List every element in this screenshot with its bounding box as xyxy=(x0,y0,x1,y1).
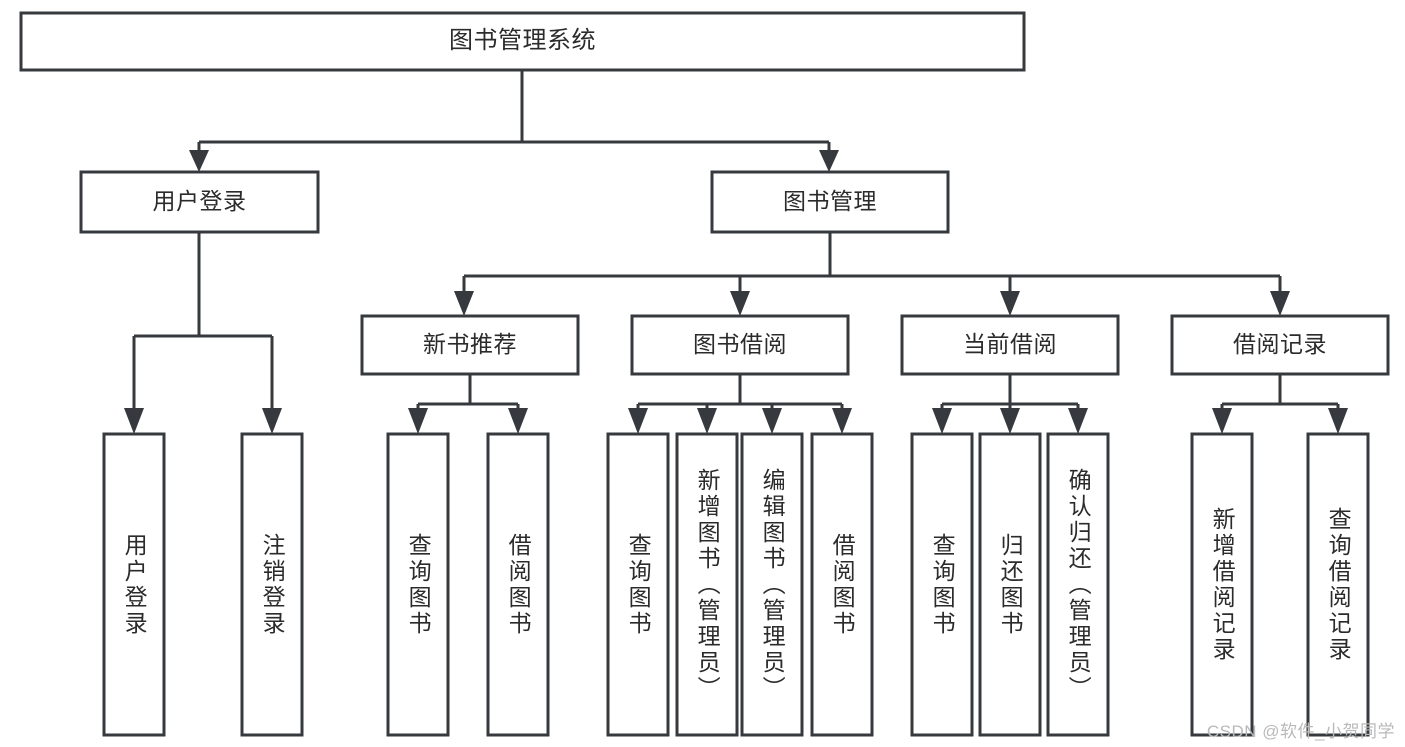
arrow-head-to-current-borrow xyxy=(1000,291,1020,316)
leaf-box-book-borrow-2[interactable] xyxy=(675,432,739,737)
leaf-box-book-borrow-3[interactable] xyxy=(740,432,804,737)
node-box-root[interactable] xyxy=(19,11,1026,72)
arrow-head-to-book-borrow xyxy=(730,291,750,316)
node-box-current-borrow[interactable] xyxy=(900,314,1120,376)
csdn-watermark: CSDN @软件_小贺同学 xyxy=(1206,722,1395,741)
arrow-head-leaf-book-borrow-1 xyxy=(628,408,648,434)
node-box-new-book-recommend[interactable] xyxy=(360,314,580,376)
arrow-head-to-borrow-records xyxy=(1270,291,1290,316)
arrow-head-to-new-book xyxy=(454,291,474,316)
node-box-book-borrow[interactable] xyxy=(630,314,850,376)
arrow-head-leaf-book-borrow-4 xyxy=(832,408,852,434)
leaf-box-book-borrow-4[interactable] xyxy=(810,432,874,737)
arrow-head-leaf-current-borrow-3 xyxy=(1068,408,1088,434)
leaf-box-current-borrow-3[interactable] xyxy=(1046,432,1110,737)
leaf-box-user-login-1[interactable] xyxy=(102,432,166,737)
arrow-head-leaf-current-borrow-1 xyxy=(932,408,952,434)
leaf-box-borrow-records-2[interactable] xyxy=(1306,432,1370,737)
arrow-head-leaf-user-login-1 xyxy=(124,408,144,434)
arrow-head-leaf-book-borrow-3 xyxy=(762,408,782,434)
leaf-box-book-borrow-1[interactable] xyxy=(606,432,670,737)
node-box-user-login[interactable] xyxy=(79,170,320,234)
arrow-head-leaf-current-borrow-2 xyxy=(1000,408,1020,434)
arrow-head-leaf-book-borrow-2 xyxy=(697,408,717,434)
arrow-head-to-book-manage xyxy=(819,150,839,172)
arrow-head-leaf-user-login-2 xyxy=(262,408,282,434)
arrow-head-leaf-new-book-2 xyxy=(508,408,528,434)
arrow-head-to-user-login xyxy=(189,150,209,172)
arrow-head-leaf-new-book-1 xyxy=(408,408,428,434)
arrow-head-leaf-borrow-records-1 xyxy=(1212,408,1232,434)
leaf-box-new-book-2[interactable] xyxy=(486,432,550,737)
node-box-borrow-records[interactable] xyxy=(1170,314,1390,376)
leaf-box-current-borrow-2[interactable] xyxy=(978,432,1042,737)
arrow-head-leaf-borrow-records-2 xyxy=(1328,408,1348,434)
leaf-box-borrow-records-1[interactable] xyxy=(1190,432,1254,737)
leaf-box-current-borrow-1[interactable] xyxy=(910,432,974,737)
leaf-box-new-book-1[interactable] xyxy=(386,432,450,737)
leaf-box-user-login-2[interactable] xyxy=(240,432,304,737)
node-box-book-manage[interactable] xyxy=(710,170,950,234)
